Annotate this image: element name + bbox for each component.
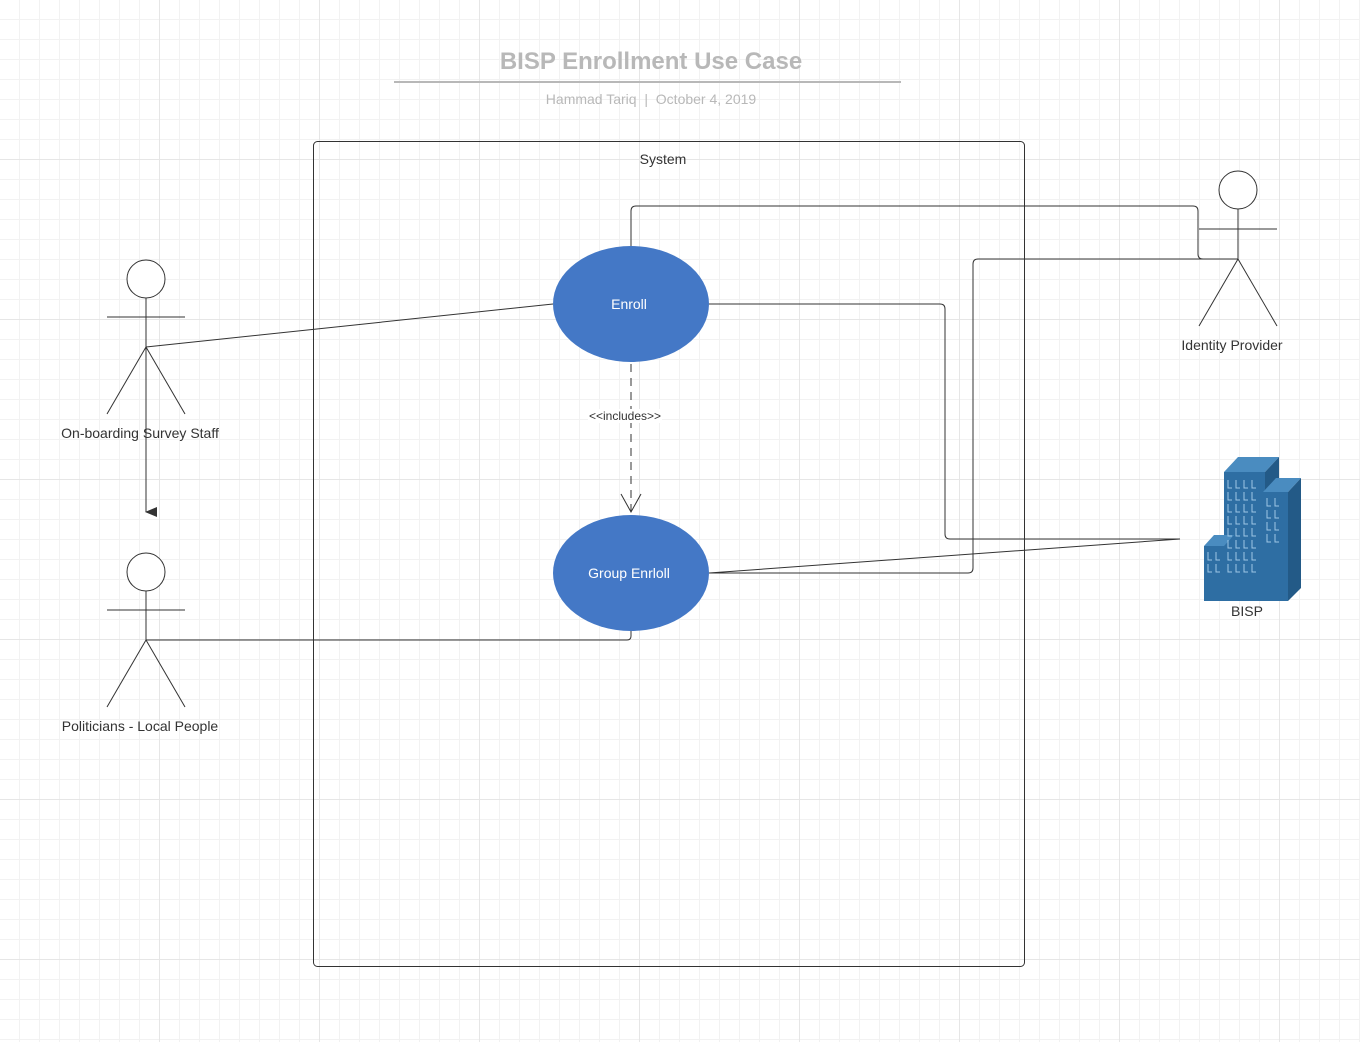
association-enroll-bisp[interactable] [709, 303, 1180, 540]
includes-label: <<includes>> [587, 409, 663, 423]
actor-politicians[interactable] [106, 552, 186, 708]
page-subtitle: Hammad Tariq | October 4, 2019 [546, 91, 756, 107]
actor-identity-provider-label: Identity Provider [1181, 337, 1283, 353]
diagram-date: October 4, 2019 [655, 91, 757, 107]
subtitle-separator: | [644, 91, 649, 107]
association-politicians-group-enroll[interactable] [146, 631, 632, 641]
author-name: Hammad Tariq [545, 91, 637, 107]
use-case-group-enroll-label: Group Enrloll [588, 565, 670, 581]
actor-politicians-label: Politicians - Local People [61, 718, 219, 734]
use-case-enroll[interactable] [553, 246, 709, 362]
includes-arrowhead [620, 493, 642, 514]
actor-onboarding-staff-label: On-boarding Survey Staff [61, 425, 219, 441]
actor-bisp-label: BISP [1231, 603, 1263, 619]
system-boundary[interactable] [313, 141, 1025, 967]
actor-identity-provider[interactable] [1198, 170, 1278, 327]
association-group-enroll-bisp[interactable] [708, 538, 1181, 574]
system-label: System [639, 151, 687, 167]
association-group-enroll-identity-provider[interactable] [709, 258, 1238, 574]
building-icon[interactable] [1204, 457, 1301, 601]
association-enroll-identity-provider[interactable] [630, 205, 1238, 260]
association-staff-enroll[interactable] [145, 303, 554, 348]
page-title: BISP Enrollment Use Case [499, 48, 803, 75]
use-case-enroll-label: Enroll [611, 296, 647, 312]
actor-onboarding-staff[interactable] [106, 259, 186, 415]
use-case-group-enroll[interactable] [553, 515, 709, 631]
